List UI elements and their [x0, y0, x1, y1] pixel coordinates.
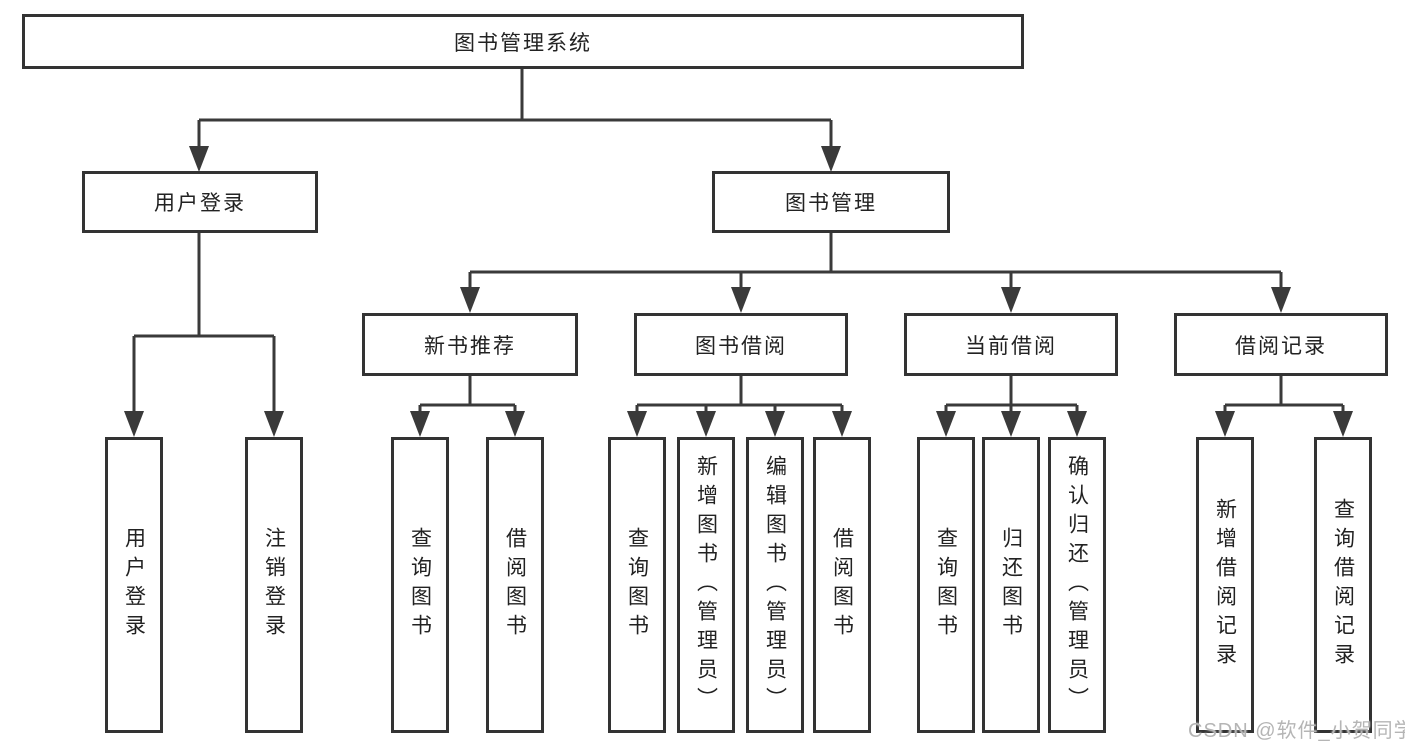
node-borrow-records: 借阅记录 — [1174, 313, 1388, 376]
node-book-borrow-label: 图书借阅 — [695, 334, 787, 358]
edge-borrow-records-to-leaves — [1215, 373, 1353, 437]
leaf-add-borrow-record-label: 新增借阅记录 — [1213, 498, 1237, 672]
node-book-borrow: 图书借阅 — [634, 313, 848, 376]
leaf-return-book-label: 归还图书 — [999, 527, 1023, 643]
leaf-edit-book-admin: 编辑图书（管理员） — [746, 437, 804, 733]
edge-book-borrow-to-leaves — [627, 373, 852, 437]
node-user-login: 用户登录 — [82, 171, 318, 233]
edge-root-to-level2 — [189, 67, 841, 172]
node-book-management: 图书管理 — [712, 171, 950, 233]
edge-book-management-to-level3 — [460, 231, 1291, 313]
leaf-borrow-books: 借阅图书 — [813, 437, 871, 733]
leaf-query-books-recommend-label: 查询图书 — [408, 527, 432, 643]
leaf-confirm-return-admin-label: 确认归还（管理员） — [1065, 454, 1089, 716]
leaf-borrow-books-label: 借阅图书 — [830, 527, 854, 643]
leaf-borrow-books-recommend: 借阅图书 — [486, 437, 544, 733]
csdn-watermark: CSDN @软件_小贺同学 — [1188, 720, 1405, 742]
node-current-borrow-label: 当前借阅 — [965, 334, 1057, 358]
leaf-logout-label: 注销登录 — [262, 527, 286, 643]
leaf-query-books-borrow: 查询图书 — [608, 437, 666, 733]
node-current-borrow: 当前借阅 — [904, 313, 1118, 376]
leaf-query-borrow-record-label: 查询借阅记录 — [1331, 498, 1355, 672]
leaf-query-books-current: 查询图书 — [917, 437, 975, 733]
leaf-add-book-admin: 新增图书（管理员） — [677, 437, 735, 733]
leaf-query-books-borrow-label: 查询图书 — [625, 527, 649, 643]
edge-new-book-recommend-to-leaves — [410, 373, 525, 437]
edge-user-login-to-leaves — [124, 231, 284, 437]
node-new-book-recommend: 新书推荐 — [362, 313, 578, 376]
node-root-label: 图书管理系统 — [454, 31, 592, 55]
node-new-book-recommend-label: 新书推荐 — [424, 334, 516, 358]
leaf-return-book: 归还图书 — [982, 437, 1040, 733]
leaf-edit-book-admin-label: 编辑图书（管理员） — [763, 454, 787, 716]
node-borrow-records-label: 借阅记录 — [1235, 334, 1327, 358]
leaf-query-borrow-record: 查询借阅记录 — [1314, 437, 1372, 733]
leaf-borrow-books-recommend-label: 借阅图书 — [503, 527, 527, 643]
leaf-query-books-current-label: 查询图书 — [934, 527, 958, 643]
leaf-query-books-recommend: 查询图书 — [391, 437, 449, 733]
leaf-user-login-label: 用户登录 — [122, 527, 146, 643]
leaf-add-borrow-record: 新增借阅记录 — [1196, 437, 1254, 733]
leaf-user-login: 用户登录 — [105, 437, 163, 733]
leaf-confirm-return-admin: 确认归还（管理员） — [1048, 437, 1106, 733]
node-root-library-system: 图书管理系统 — [22, 14, 1024, 69]
node-user-login-label: 用户登录 — [154, 192, 246, 215]
node-book-management-label: 图书管理 — [785, 192, 877, 215]
edge-current-borrow-to-leaves — [936, 373, 1087, 437]
leaf-add-book-admin-label: 新增图书（管理员） — [694, 454, 718, 716]
leaf-logout: 注销登录 — [245, 437, 303, 733]
